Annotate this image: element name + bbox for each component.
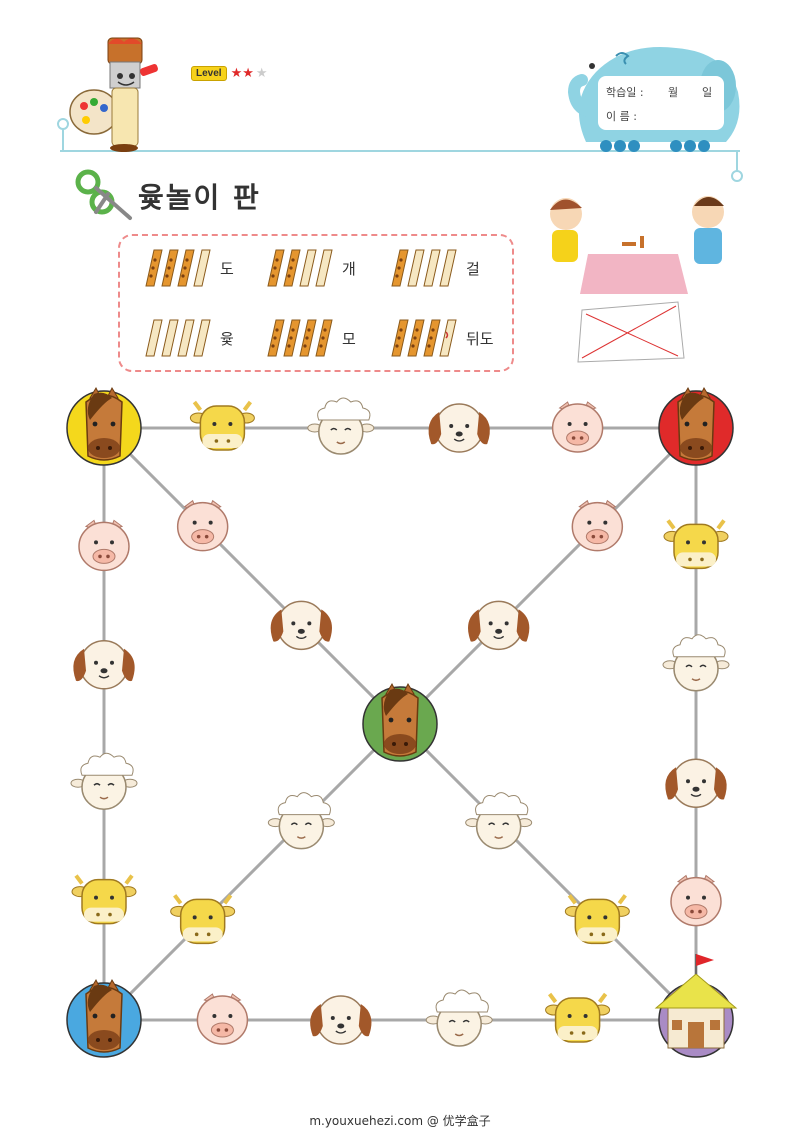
sheep-icon (465, 792, 533, 850)
level-indicator: Level ★★ ★ (191, 66, 268, 81)
dog-icon (665, 758, 727, 808)
star-icon: ★★ (230, 66, 254, 81)
pig-icon (78, 519, 130, 572)
pig-icon (670, 874, 722, 927)
legend-label: 도 (220, 259, 234, 278)
yut-sticks-icon (267, 319, 333, 357)
page-title: 윷놀이 판 (138, 181, 261, 214)
legend-label: 걸 (466, 259, 480, 278)
legend-label: 뒤도 (466, 329, 494, 348)
kids-playing-yut-illustration (550, 196, 724, 363)
corner-bottom-right (654, 954, 738, 1058)
yut-sticks-icon (145, 249, 211, 287)
corner-top-right (658, 386, 734, 466)
yut-sticks-icon (267, 249, 333, 287)
header-divider (60, 150, 740, 152)
paintbrush-mascot-icon (69, 37, 158, 152)
cow-icon (170, 894, 236, 945)
cow-icon (189, 400, 255, 451)
cow-icon (71, 874, 137, 925)
dog-icon (270, 600, 332, 651)
yut-sticks-icon (145, 319, 211, 357)
corner-center (362, 682, 438, 762)
pig-icon (551, 401, 604, 453)
sheep-icon (662, 634, 730, 692)
dog-icon (468, 600, 530, 651)
legend-item-2: 개 (262, 248, 356, 288)
dog-icon (310, 995, 372, 1045)
date-label: 학습일 : (606, 86, 644, 99)
yut-sticks-icon (391, 319, 457, 357)
legend-item-6: 뒤도 (386, 318, 494, 358)
day-label: 일 (702, 86, 713, 99)
corner-top-left (66, 386, 142, 466)
sheep-icon (307, 397, 375, 455)
legend-item-1: 도 (140, 248, 234, 288)
legend-item-3: 걸 (386, 248, 480, 288)
header-divider-left (62, 124, 64, 152)
legend-label: 모 (342, 329, 356, 348)
header-divider-right (736, 150, 738, 174)
pig-icon (571, 499, 624, 552)
month-label: 월 (668, 86, 679, 99)
cow-icon (663, 519, 729, 570)
info-card: 학습일 : 월 일 이 름 : (598, 76, 724, 130)
sheep-icon (267, 792, 335, 850)
sheep-icon (425, 989, 493, 1047)
pig-icon (176, 499, 229, 552)
pig-icon (196, 993, 249, 1045)
footer-credit: m.youxuehezi.com @ 优学盒子 (309, 1114, 491, 1128)
divider-dot-icon (731, 170, 743, 182)
divider-dot-icon (57, 118, 69, 130)
cow-icon (564, 894, 630, 945)
yut-sticks-icon (391, 249, 457, 287)
legend-item-4: 윷 (140, 318, 234, 358)
legend-label: 윷 (220, 329, 234, 348)
dog-icon (428, 403, 490, 453)
level-badge: Level (191, 66, 227, 81)
name-label: 이 름 : (606, 110, 637, 123)
yut-legend (118, 234, 514, 372)
sheep-icon (70, 752, 138, 810)
scissors-icon (75, 169, 132, 220)
corner-bottom-left (66, 978, 142, 1058)
empty-star-icon: ★ (255, 66, 268, 81)
dog-icon (73, 640, 135, 690)
legend-item-5: 모 (262, 318, 356, 358)
legend-label: 개 (342, 259, 356, 278)
cow-icon (545, 992, 611, 1043)
